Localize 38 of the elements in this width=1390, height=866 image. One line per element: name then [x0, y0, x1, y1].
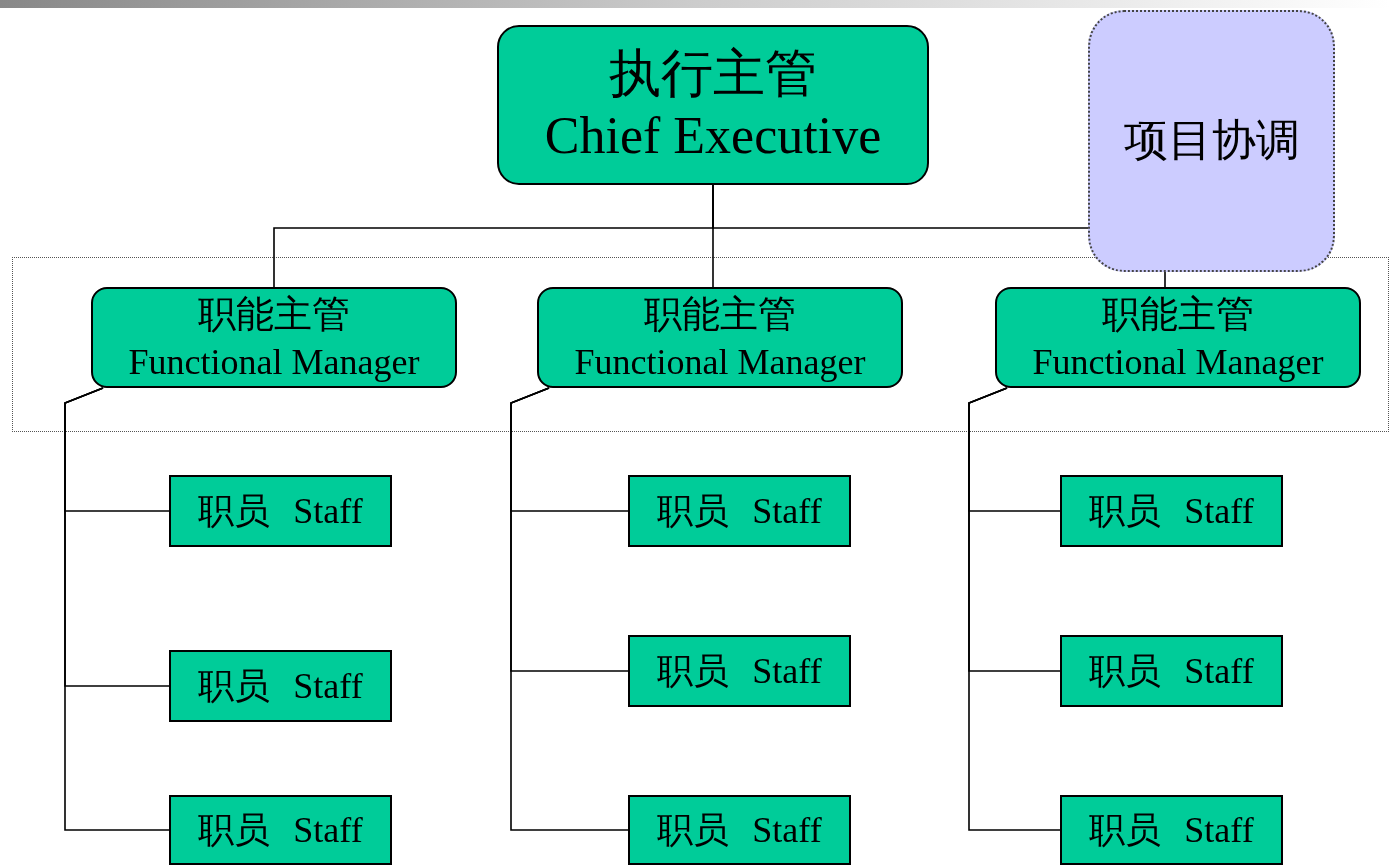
dotted-band [12, 257, 1389, 432]
staff-box [628, 635, 851, 707]
connector-line [1164, 271, 1166, 288]
manager-box [91, 287, 457, 388]
staff-box [628, 795, 851, 865]
title-text: 职能主管 [1102, 292, 1254, 337]
label-text: 职员 Staff [657, 490, 822, 533]
label-text: 职员 Staff [657, 650, 822, 693]
label-text: Functional Manager [574, 341, 866, 384]
connector-line [968, 387, 1061, 831]
label-text: Functional Manager [1032, 341, 1324, 384]
label-text: 项目协调 [1123, 115, 1300, 167]
label-text: Functional Manager [128, 341, 420, 384]
label-text: 职员 Staff [657, 809, 822, 852]
connector-line [510, 387, 629, 831]
label-text: 职员 Staff [1089, 490, 1254, 533]
label-text: 职员 Staff [198, 809, 363, 852]
manager-box [537, 287, 903, 388]
staff-box [1060, 795, 1283, 865]
staff-box [1060, 635, 1283, 707]
title-text: 职能主管 [198, 292, 350, 337]
staff-box [169, 475, 392, 547]
manager-box [995, 287, 1361, 388]
staff-box [1060, 475, 1283, 547]
coordination-box [1088, 10, 1335, 272]
label-text: 职员 Staff [198, 665, 363, 708]
connector-line [712, 184, 1089, 229]
staff-box [628, 475, 851, 547]
executive-box [497, 25, 929, 185]
label-text: 职员 Staff [1089, 809, 1254, 852]
staff-box [169, 650, 392, 722]
label-text: Chief Executive [544, 106, 882, 166]
label-text: 职员 Staff [198, 490, 363, 533]
label-text: 职员 Staff [1089, 650, 1254, 693]
title-text: 执行主管 [609, 44, 817, 104]
title-text: 职能主管 [644, 292, 796, 337]
staff-box [169, 795, 392, 865]
connector-line [64, 387, 170, 831]
